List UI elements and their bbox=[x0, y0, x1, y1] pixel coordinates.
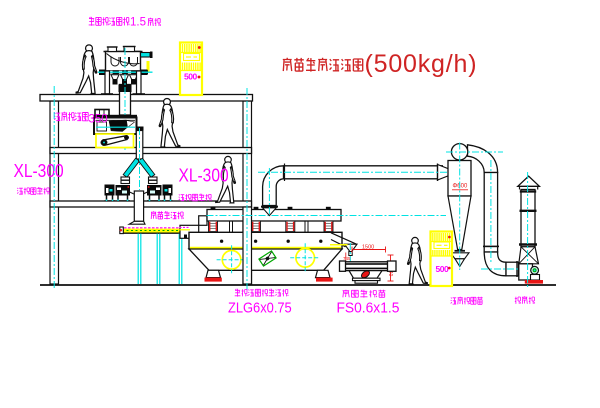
svg-text:FS0.6x1.5: FS0.6x1.5 bbox=[337, 300, 400, 317]
svg-text:1500: 1500 bbox=[362, 245, 374, 251]
svg-text:350: 350 bbox=[89, 114, 108, 126]
svg-text:1.5: 1.5 bbox=[130, 17, 146, 29]
svg-text:540: 540 bbox=[387, 268, 393, 277]
svg-text:XL-300: XL-300 bbox=[179, 165, 229, 186]
svg-text:500: 500 bbox=[184, 72, 197, 82]
svg-text:500: 500 bbox=[436, 264, 449, 274]
svg-text:(500kg/h): (500kg/h) bbox=[365, 50, 478, 78]
svg-text:ZLG6x0.75: ZLG6x0.75 bbox=[228, 299, 292, 316]
svg-text:XL-300: XL-300 bbox=[14, 161, 64, 182]
svg-text:Φ600: Φ600 bbox=[453, 184, 468, 190]
svg-text:745: 745 bbox=[343, 256, 351, 261]
